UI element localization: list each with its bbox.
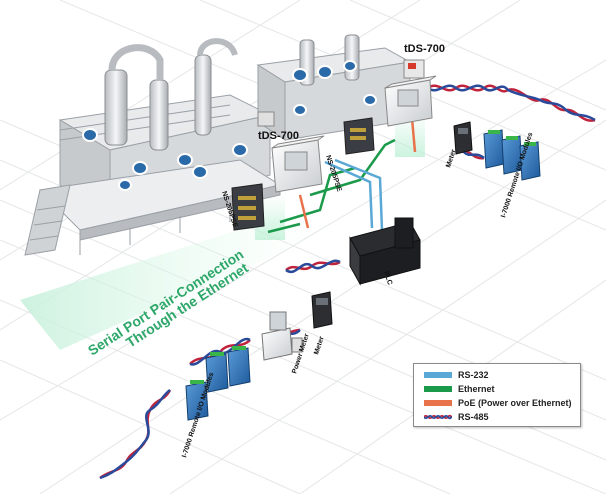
- ns205pse-center-device[interactable]: [343, 117, 375, 155]
- legend: RS-232 Ethernet PoE (Power over Ethernet…: [413, 363, 581, 427]
- legend-label: RS-232: [458, 370, 489, 380]
- power-meter-device[interactable]: [261, 311, 303, 361]
- legend-item-rs232: RS-232: [424, 369, 580, 381]
- poe-cables: [298, 117, 417, 229]
- legend-item-rs485: RS-485: [424, 411, 580, 423]
- factory-left: [24, 38, 282, 256]
- ethernet-cables: [267, 138, 396, 234]
- legend-label: PoE (Power over Ethernet): [458, 398, 572, 408]
- meter-right-device[interactable]: [453, 121, 473, 155]
- tds700-top-device[interactable]: [384, 59, 437, 127]
- factory-right: [256, 34, 412, 141]
- legend-swatch-poe: [424, 400, 452, 406]
- io-modules-right[interactable]: [483, 129, 541, 181]
- ns205pse-left-device[interactable]: [231, 183, 265, 231]
- legend-swatch-rs232: [424, 372, 452, 378]
- legend-item-poe: PoE (Power over Ethernet): [424, 397, 580, 409]
- meter-right-label: Meter: [445, 148, 458, 168]
- tds700-mid-label: tDS-700: [258, 130, 299, 142]
- legend-label: RS-485: [458, 412, 489, 422]
- plc-device[interactable]: [349, 217, 421, 286]
- connection-beam: [20, 210, 330, 350]
- tds700-mid-device[interactable]: [257, 111, 325, 193]
- legend-swatch-rs485: [424, 414, 452, 420]
- legend-label: Ethernet: [458, 384, 495, 394]
- io-modules-left[interactable]: [185, 346, 251, 421]
- legend-swatch-ethernet: [424, 386, 452, 392]
- meter-left-label: Meter: [313, 335, 326, 355]
- plc-label: PLC: [382, 270, 393, 285]
- meter-left-device[interactable]: [311, 291, 333, 329]
- legend-item-ethernet: Ethernet: [424, 383, 580, 395]
- rs232-cables: [324, 158, 384, 231]
- tds700-top-label: tDS-700: [404, 43, 445, 55]
